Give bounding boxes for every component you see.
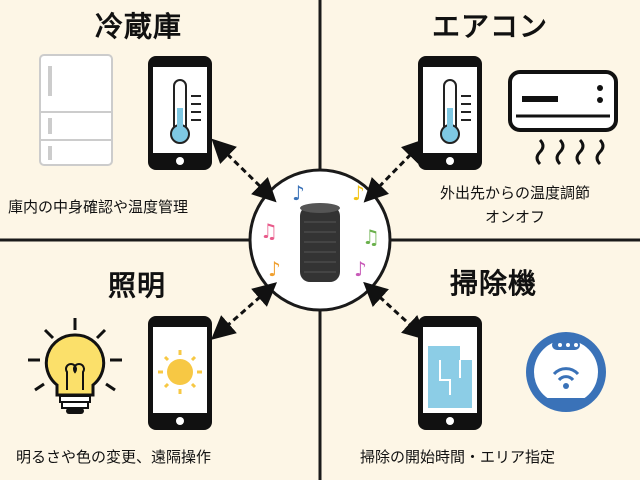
sun-icon [158,350,202,394]
arrow-lighting [210,282,278,340]
lighting-title: 照明 [108,269,167,302]
aircon-description-line1: 外出先からの温度調節 [439,184,590,202]
arrow-fridge [211,138,277,203]
fridge-title: 冷蔵庫 [95,10,183,43]
smart-speaker-icon [300,203,340,282]
svg-text:♪: ♪ [268,257,281,281]
cleaner-description: 掃除の開始時間・エリア指定 [360,448,556,466]
aircon-title: エアコン [432,10,549,43]
aircon-description-line2: オンオフ [484,208,545,226]
svg-text:♪: ♪ [352,181,365,205]
lighting-phone [148,316,212,430]
aircon-phone [418,56,482,170]
thermometer-icon [170,79,201,144]
svg-text:♫: ♫ [362,225,380,249]
cleaner-phone [418,316,482,430]
refrigerator-icon [39,54,113,166]
svg-text:♪: ♪ [292,181,305,205]
cleaner-title: 掃除機 [450,267,538,300]
center-hub: ♪ ♪ ♫ ♫ ♪ ♪ [248,168,392,312]
music-note-icons: ♪ ♪ ♫ ♫ ♪ ♪ [260,181,380,281]
svg-text:♫: ♫ [260,219,278,243]
svg-text:♪: ♪ [354,257,367,281]
robot-vacuum-icon [526,332,606,412]
lighting-description: 明るさや色の変更、遠隔操作 [16,448,212,466]
arrow-aircon [363,138,427,203]
connection-arrows [210,138,427,341]
floor-map-icon [428,346,472,408]
thermometer-icon [440,79,471,144]
fridge-phone [148,56,212,170]
fridge-description: 庫内の中身確認や温度管理 [8,198,189,216]
arrow-cleaner [363,281,427,341]
light-bulb-icon [28,318,122,414]
air-conditioner-icon [508,70,618,166]
